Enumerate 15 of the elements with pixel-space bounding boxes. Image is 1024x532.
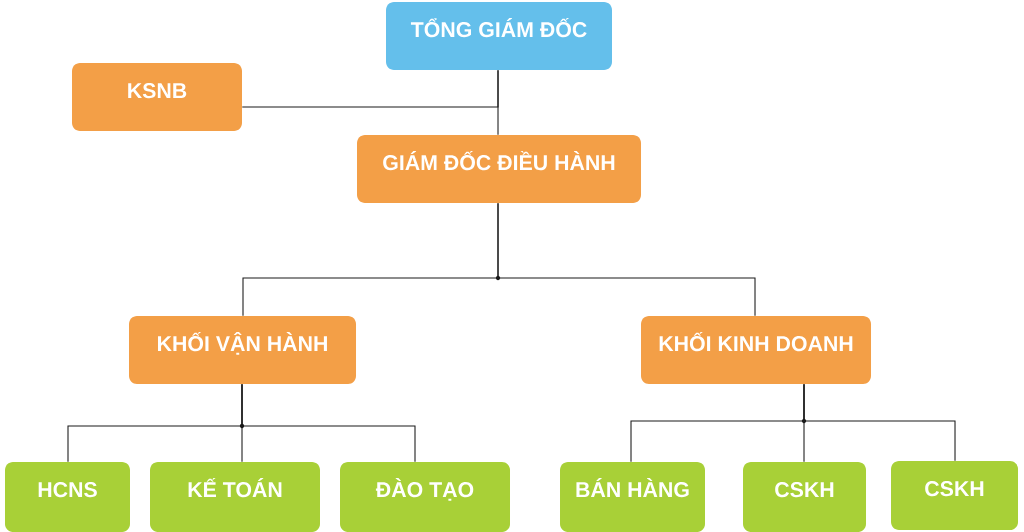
connector-line (241, 383, 416, 463)
role-box: CSKH (743, 462, 866, 532)
role-box: ĐÀO TẠO (340, 462, 510, 532)
role-box: KẾ TOÁN (150, 462, 320, 532)
role-box: HCNS (5, 462, 130, 532)
connector-line (497, 202, 756, 317)
role-box: KSNB (72, 63, 242, 131)
role-box: TỔNG GIÁM ĐỐC (386, 2, 612, 70)
role-box: CSKH (891, 461, 1018, 530)
role-box: KHỐI KINH DOANH (641, 316, 871, 384)
role-box: GIÁM ĐỐC ĐIỀU HÀNH (357, 135, 641, 203)
role-box: KHỐI VẬN HÀNH (129, 316, 356, 384)
connector-line (803, 383, 956, 462)
connector-line (497, 69, 499, 136)
role-box: BÁN HÀNG (560, 462, 705, 532)
